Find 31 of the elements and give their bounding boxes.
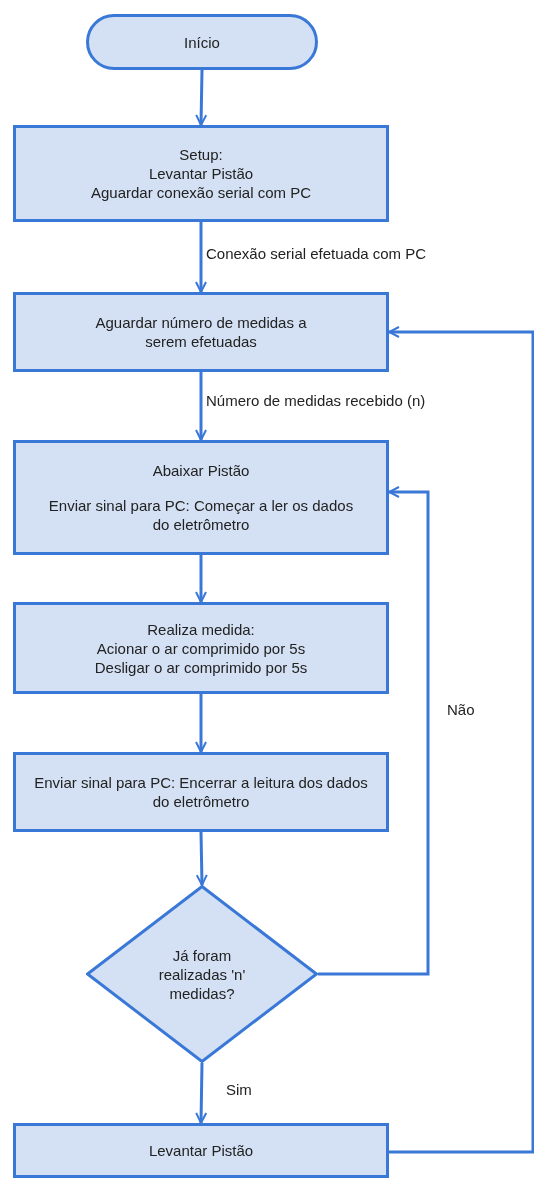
node-text: Realiza medida: [147, 619, 255, 639]
process-box [13, 752, 389, 832]
node-text: Desligar o ar comprimido por 5s [94, 657, 308, 677]
arrow [318, 486, 430, 976]
node-text: Enviar sinal para PC: Começar a ler os dados do eletrômetro [47, 496, 355, 534]
process-box [13, 125, 389, 222]
node-text: Abaixar Pistão [152, 461, 250, 480]
arrow [195, 372, 207, 441]
decision-diamond [86, 885, 318, 1063]
arrow [195, 831, 208, 886]
process-box [13, 440, 389, 555]
arrow [195, 555, 207, 603]
node-text: Levantar Pistão [148, 1141, 254, 1160]
arrow [195, 222, 207, 293]
process-box [13, 292, 389, 372]
node-text: Aguardar número de medidas a serem efetuadas [94, 313, 308, 351]
node-text: Acionar o ar comprimido por 5s [96, 638, 306, 658]
node-text: Setup: [179, 145, 223, 164]
arrow [195, 1062, 208, 1124]
node-text: Aguardar conexão serial com PC [90, 183, 312, 202]
terminal-shape [86, 14, 318, 70]
process-box [13, 1123, 389, 1178]
arrow [388, 326, 534, 1154]
node-text: Início [184, 32, 220, 52]
node-text: Levantar Pistão [148, 164, 254, 183]
edge-label: Número de medidas recebido (n) [206, 392, 426, 410]
arrow [195, 694, 207, 753]
process-box [13, 602, 389, 694]
arrow [195, 69, 208, 126]
node-text: Já foram realizadas 'n' medidas? [157, 945, 247, 1003]
node-text: Enviar sinal para PC: Encerrar a leitura dos dados do eletrômetro [33, 773, 369, 811]
